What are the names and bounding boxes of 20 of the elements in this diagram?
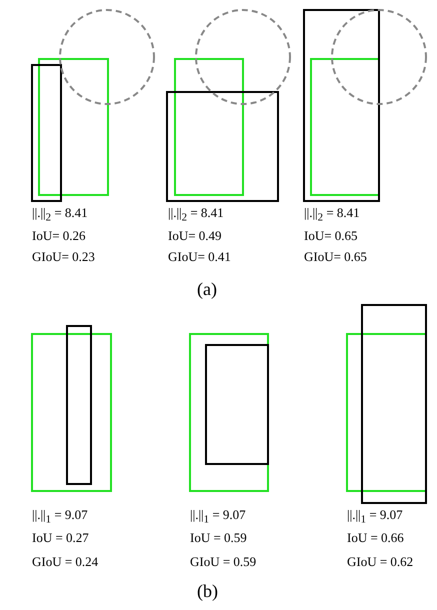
metric-label: ||.||$_{1}$ = 9.07 <box>347 507 403 528</box>
metric-label: IoU= 0.26 <box>32 228 86 243</box>
metric-label: IoU= 0.49 <box>168 228 222 243</box>
metric-label: GIoU = 0.59 <box>190 554 256 569</box>
metric-label: ||.||$_{2}$ = 8.41 <box>32 205 88 226</box>
metric-label: GIoU= 0.65 <box>304 249 367 264</box>
metric-label: GIoU= 0.23 <box>32 249 95 264</box>
metric-label: GIoU = 0.62 <box>347 554 414 569</box>
metric-label: GIoU = 0.24 <box>32 554 98 569</box>
metric-label: IoU = 0.27 <box>32 530 89 545</box>
metric-label: ||.||$_{1}$ = 9.07 <box>32 507 88 528</box>
metric-label: IoU = 0.66 <box>347 530 404 545</box>
metric-label: ||.||$_{2}$ = 8.41 <box>168 205 224 226</box>
metric-label: ||.||$_{2}$ = 8.41 <box>304 205 360 226</box>
metric-label: ||.||$_{1}$ = 9.07 <box>190 507 246 528</box>
metric-label: IoU= 0.65 <box>304 228 358 243</box>
panel-caption: (b) <box>197 581 218 601</box>
panel-caption: (a) <box>197 279 217 299</box>
metric-label: IoU = 0.59 <box>190 530 247 545</box>
metric-label: GIoU= 0.41 <box>168 249 231 264</box>
